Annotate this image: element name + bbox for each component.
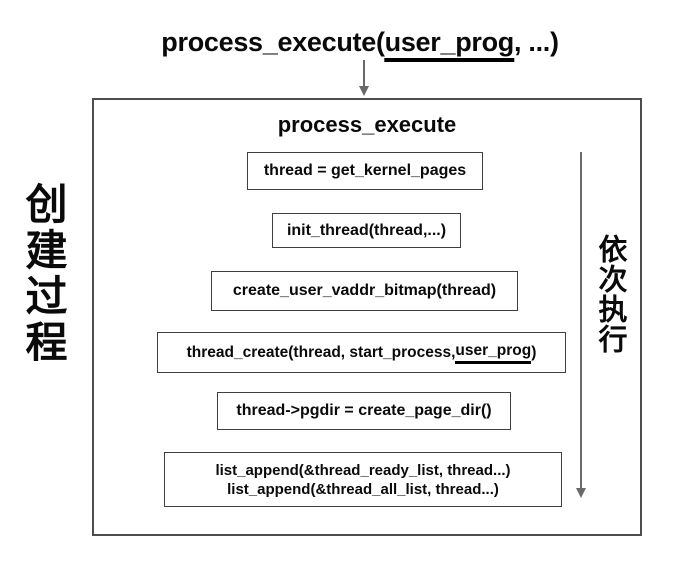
right-label-execute-in-order: 依次执行 — [594, 234, 626, 354]
step-text: init_thread(thread,...) — [286, 221, 447, 239]
step-text-line2: list_append(&thread_all_list, thread...) — [227, 480, 499, 498]
title-prefix: process_execute( — [161, 27, 385, 57]
box-heading: process_execute — [277, 112, 457, 137]
step-text: create_user_vaddr_bitmap(thread) — [232, 282, 497, 299]
arrow-title-to-box-head-icon — [359, 86, 369, 96]
arrow-title-to-box-line — [363, 60, 365, 87]
arrow-sequence-head-icon — [576, 488, 586, 498]
step-underlined-arg: user_prog — [455, 342, 532, 364]
arrow-sequence-line — [580, 152, 582, 488]
step-thread-create: thread_create(thread, start_process, use… — [157, 332, 566, 373]
step-create-page-dir: thread->pgdir = create_page_dir() — [217, 392, 511, 430]
title-suffix: , ...) — [513, 27, 559, 57]
left-label-creation-process: 创建过程 — [20, 182, 67, 366]
process-execute-box: process_execute thread = get_kernel_page… — [92, 98, 642, 536]
step-list-append: list_append(&thread_ready_list, thread..… — [164, 452, 562, 507]
step-text: thread->pgdir = create_page_dir() — [236, 402, 492, 419]
step-get-kernel-pages: thread = get_kernel_pages — [247, 152, 483, 190]
diagram-title: process_execute(user_prog, ...) — [161, 26, 559, 62]
step-text-line1: list_append(&thread_ready_list, thread..… — [215, 461, 511, 479]
step-init-thread: init_thread(thread,...) — [272, 213, 461, 248]
step-text-prefix: thread_create(thread, start_process, — [186, 343, 456, 361]
step-text: thread = get_kernel_pages — [263, 162, 467, 179]
step-create-user-vaddr-bitmap: create_user_vaddr_bitmap(thread) — [211, 271, 518, 311]
step-text-suffix: ) — [531, 343, 537, 361]
title-underlined-arg: user_prog — [384, 27, 514, 62]
